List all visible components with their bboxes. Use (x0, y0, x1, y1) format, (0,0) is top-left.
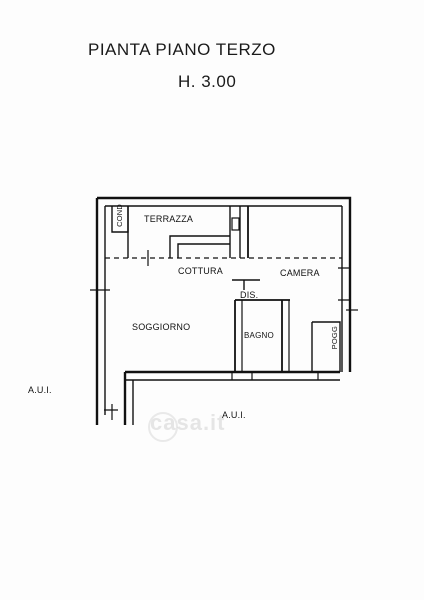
plan-walls (95, 196, 352, 425)
watermark: casa.it (150, 410, 226, 435)
neighbor-label-bottom: A.U.I. (222, 410, 246, 420)
watermark-logo-icon (148, 412, 178, 442)
room-label-bagno: BAGNO (244, 331, 274, 340)
room-label-camera: CAMERA (280, 268, 320, 278)
plan-title: PIANTA PIANO TERZO (88, 40, 276, 59)
outer-wall-right (97, 196, 352, 372)
ceiling-height: H. 3.00 (178, 72, 237, 91)
neighbor-label-left: A.U.I. (28, 385, 52, 395)
room-label-dis: DIS. (240, 290, 259, 300)
room-label-pogg: POGG (330, 326, 339, 350)
room-label-cond: COND (115, 204, 124, 227)
room-label-soggiorno: SOGGIORNO (132, 322, 191, 332)
room-label-terrazza: TERRAZZA (144, 214, 194, 224)
room-label-cottura: COTTURA (178, 266, 223, 276)
